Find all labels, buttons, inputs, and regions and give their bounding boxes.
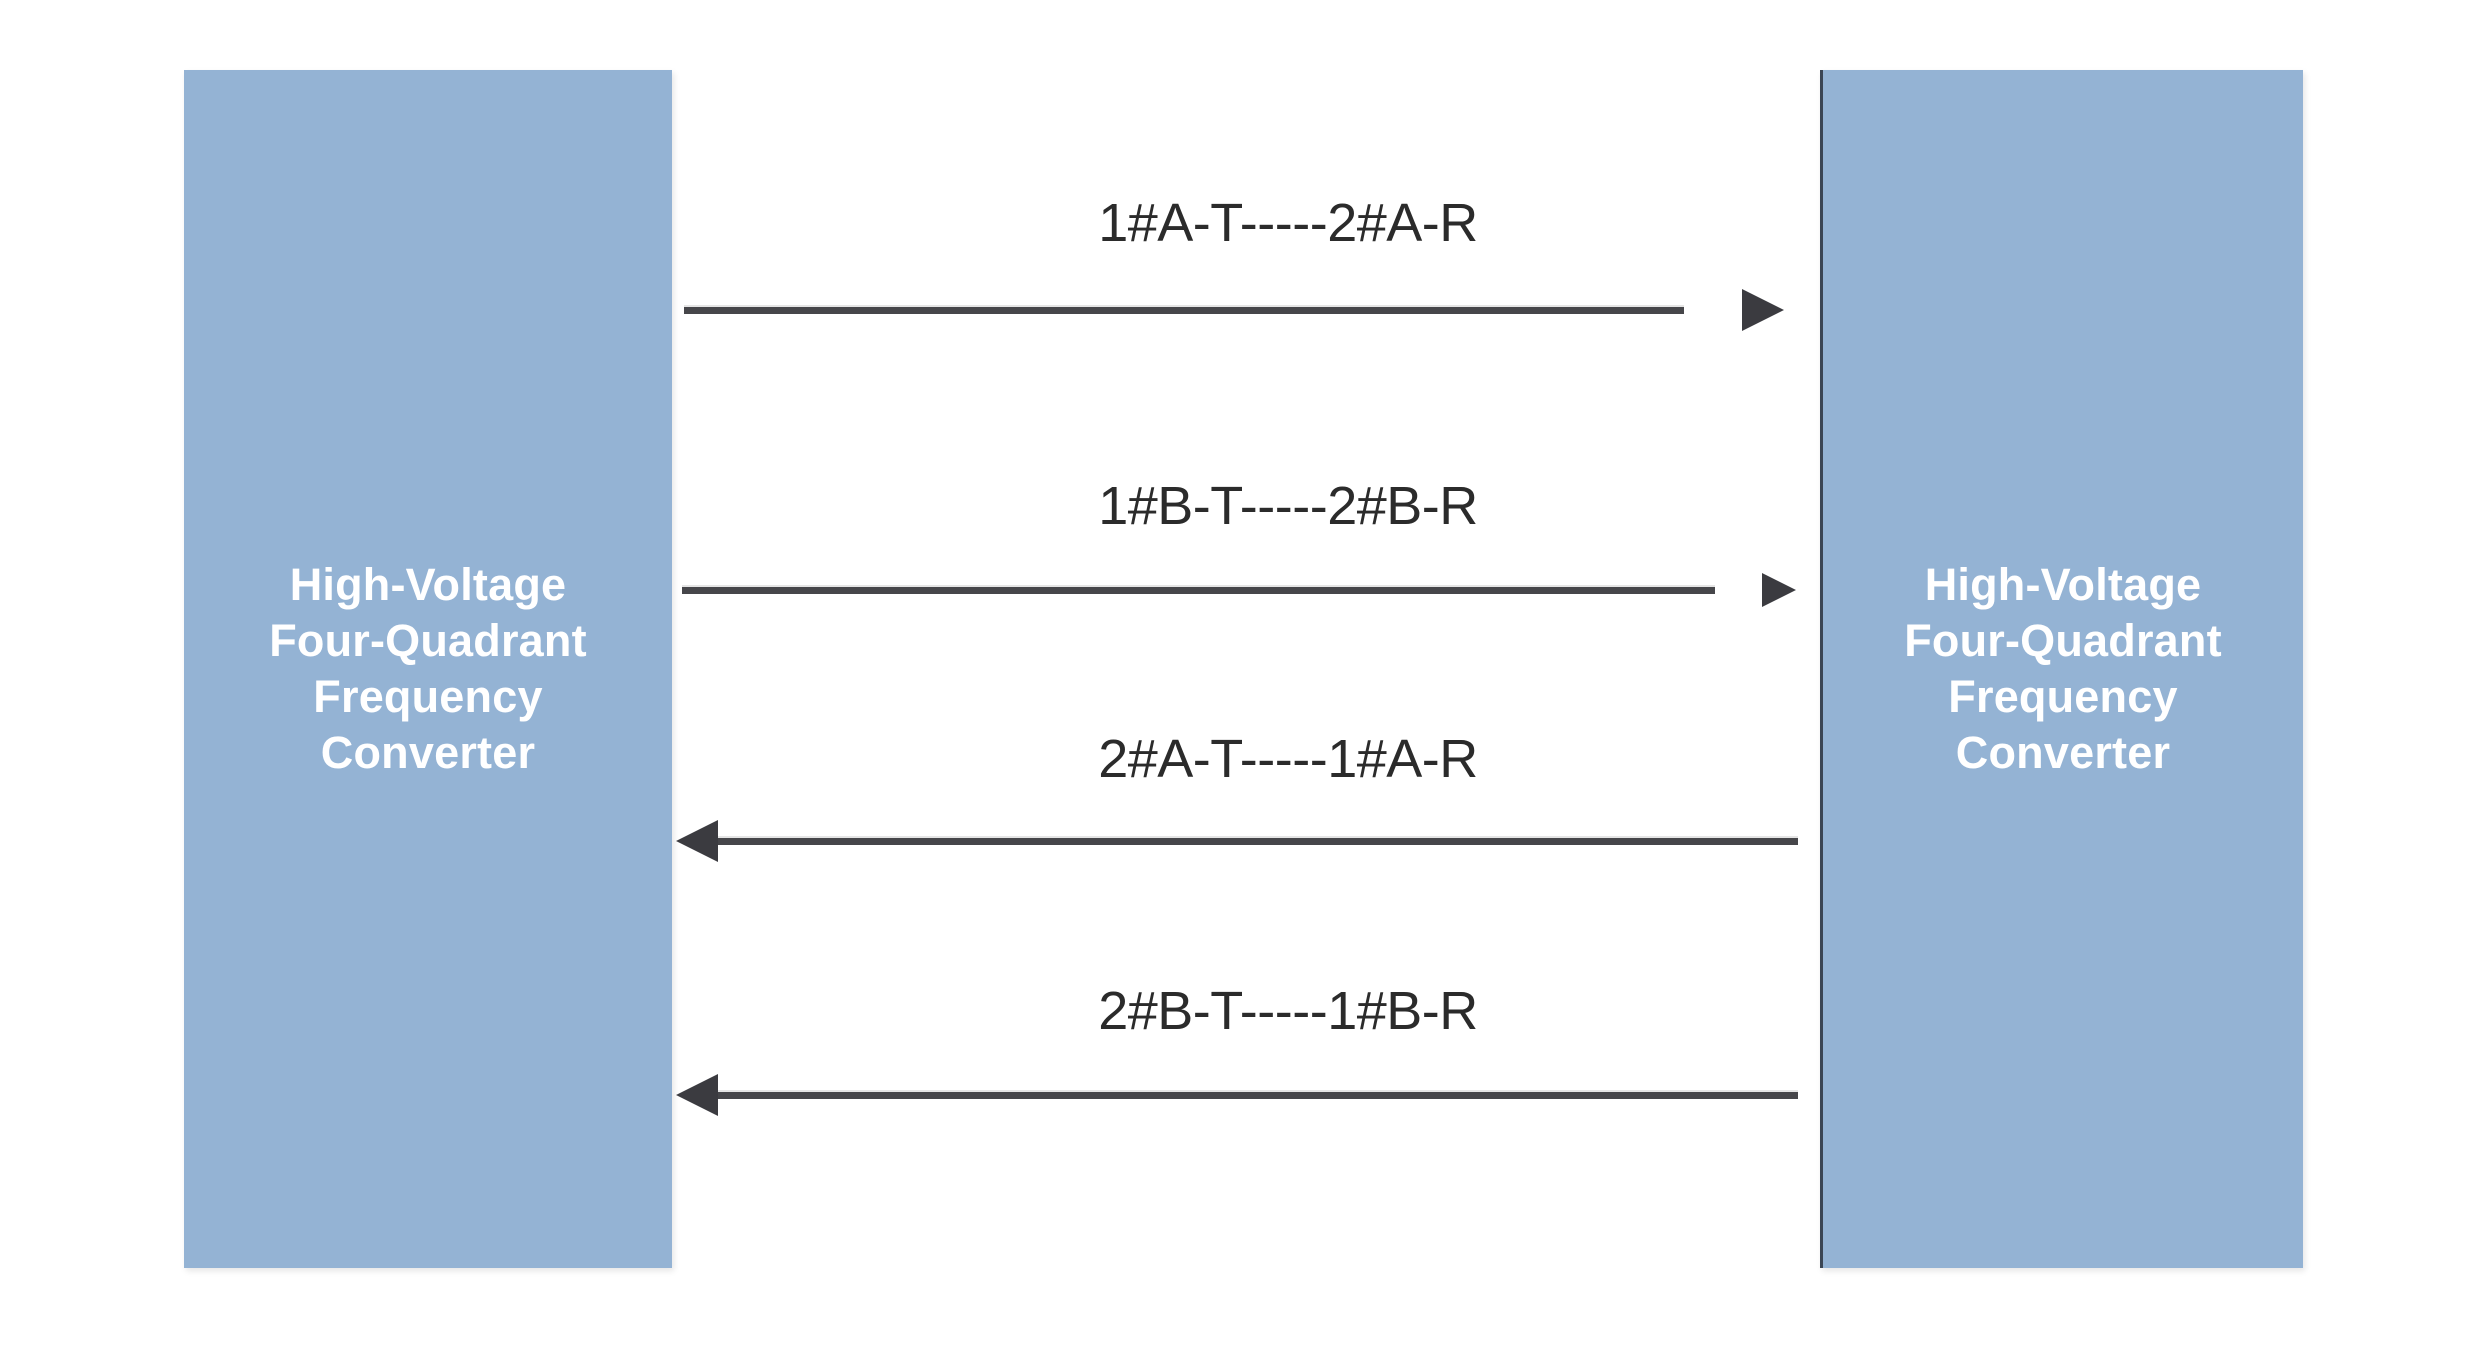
arrow-head-right-icon <box>1762 573 1796 607</box>
node-right-label: High-Voltage Four-Quadrant Frequency Con… <box>1904 559 2222 778</box>
node-left-converter[interactable]: High-Voltage Four-Quadrant Frequency Con… <box>184 70 672 1268</box>
connection-1-label: 1#A-T-----2#A-R <box>1098 193 1478 253</box>
arrow-head-right-icon <box>1742 289 1784 331</box>
connection-2-label: 1#B-T-----2#B-R <box>1098 476 1478 536</box>
node-left-label: High-Voltage Four-Quadrant Frequency Con… <box>269 559 587 778</box>
connection-1-line <box>684 307 1684 314</box>
arrow-head-left-icon <box>676 820 718 862</box>
connection-3-line <box>718 838 1798 845</box>
connection-3-label: 2#A-T-----1#A-R <box>1098 729 1478 789</box>
node-right-converter[interactable]: High-Voltage Four-Quadrant Frequency Con… <box>1820 70 2303 1268</box>
connection-4-line <box>718 1092 1798 1099</box>
connection-4-label: 2#B-T-----1#B-R <box>1098 981 1478 1041</box>
arrow-head-left-icon <box>676 1074 718 1116</box>
connection-2-line <box>682 587 1715 594</box>
